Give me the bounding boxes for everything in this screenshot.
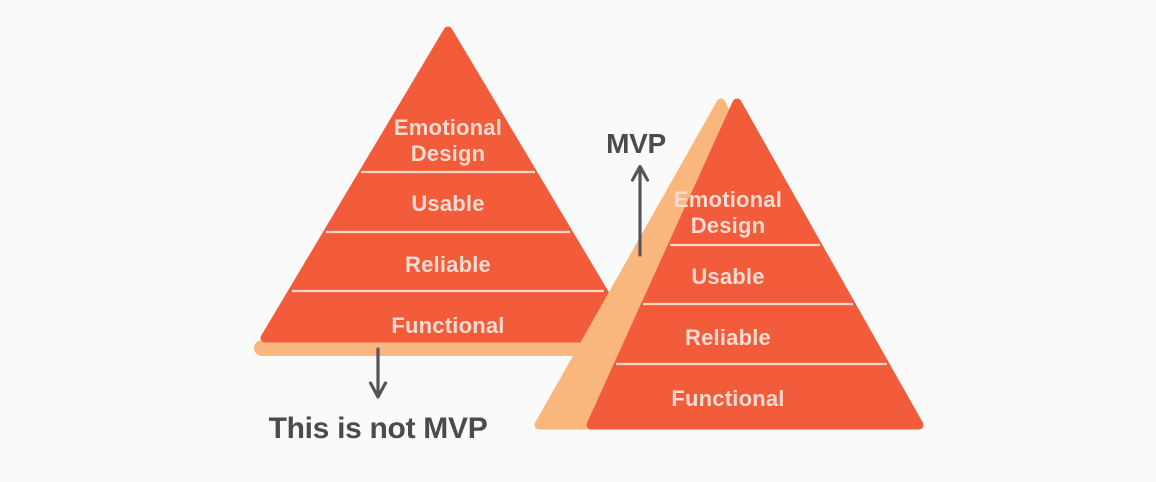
right-pyramid-group: Emotional Design Usable Reliable Functio…: [534, 98, 924, 430]
not-mvp-annotation: This is not MVP: [269, 347, 488, 445]
left-layer-label-emotional-line2: Design: [411, 141, 486, 166]
right-layer-label-usable: Usable: [691, 264, 764, 289]
not-mvp-label: This is not MVP: [269, 412, 488, 445]
left-pyramid-group: Emotional Design Usable Reliable Functio…: [254, 26, 650, 356]
left-pyramid-shape: [260, 26, 636, 343]
right-layer-label-reliable: Reliable: [685, 325, 771, 350]
right-layer-label-functional: Functional: [671, 386, 784, 411]
left-layer-label-reliable: Reliable: [405, 252, 491, 277]
left-layer-label-emotional-line1: Emotional: [394, 115, 502, 140]
left-pyramid-shadow-base: [254, 340, 650, 356]
left-layer-label-usable: Usable: [411, 191, 484, 216]
right-layer-label-emotional-line1: Emotional: [674, 187, 782, 212]
left-layer-label-functional: Functional: [391, 313, 504, 338]
mvp-label: MVP: [606, 128, 666, 159]
right-layer-label-emotional-line2: Design: [691, 213, 766, 238]
mvp-annotation: MVP: [606, 128, 666, 257]
right-pyramid-shape: [586, 98, 924, 430]
arrow-down-icon: [368, 347, 388, 399]
arrow-up-icon: [630, 164, 650, 257]
